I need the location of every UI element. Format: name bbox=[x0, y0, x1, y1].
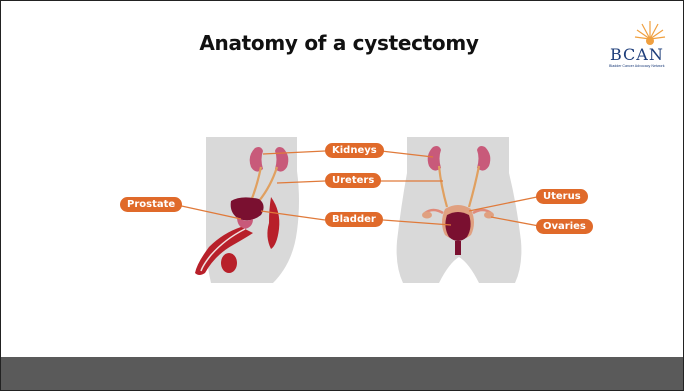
label-kidneys: Kidneys bbox=[325, 143, 384, 158]
male-testis bbox=[221, 253, 237, 273]
female-ovary-left bbox=[422, 212, 432, 219]
female-bladder bbox=[445, 212, 470, 241]
label-ureters: Ureters bbox=[325, 173, 381, 188]
label-ovaries: Ovaries bbox=[536, 219, 593, 234]
label-prostate: Prostate bbox=[120, 197, 182, 212]
female-urethra bbox=[455, 241, 461, 255]
label-uterus: Uterus bbox=[536, 189, 588, 204]
label-bladder: Bladder bbox=[325, 212, 383, 227]
footer-bar bbox=[1, 357, 684, 391]
